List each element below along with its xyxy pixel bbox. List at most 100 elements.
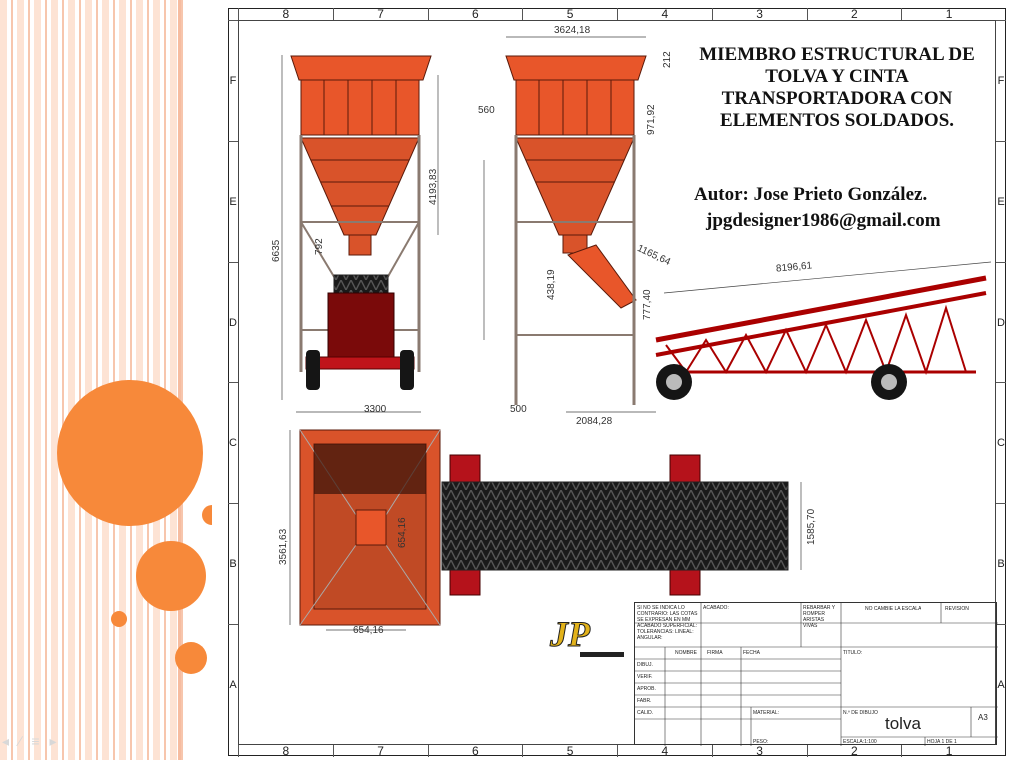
zone-label: D	[996, 261, 1006, 383]
zone-label: 3	[711, 745, 807, 757]
zone-label: 7	[332, 745, 428, 757]
zone-label: F	[996, 20, 1006, 141]
tb-peso: PESO:	[753, 739, 769, 745]
dimension-label: 560	[478, 105, 495, 116]
zone-markers-left: F E D C B A	[228, 20, 238, 745]
author-email: jpgdesigner1986@gmail.com	[706, 210, 941, 231]
tb-rebarbar: REBARBAR Y ROMPER ARISTAS VIVAS	[803, 605, 836, 629]
dimension-label: 3624,18	[554, 25, 591, 36]
dimension-label: 212	[662, 51, 673, 68]
tb-dibuj: DIBUJ.	[637, 662, 653, 668]
title-block-grid	[635, 603, 998, 746]
tb-notes: SI NO SE INDICA LO CONTRARIO: LAS COTAS …	[637, 605, 698, 641]
drawing-title: MIEMBRO ESTRUCTURAL DE TOLVA Y CINTA TRA…	[684, 44, 990, 132]
dimension-label: 6635	[271, 239, 282, 262]
zone-label: D	[228, 261, 238, 383]
zone-label: 8	[238, 745, 333, 757]
technical-drawing	[281, 36, 992, 631]
tb-escala: ESCALA:1:100	[843, 739, 877, 745]
svg-text:JP: JP	[549, 614, 591, 654]
tb-material: MATERIAL:	[753, 710, 780, 716]
dimension-label: 654,16	[397, 517, 408, 548]
zone-label: 4	[617, 8, 712, 20]
zone-markers-top: 8 7 6 5 4 3 2 1	[238, 8, 996, 20]
zone-label: 1	[901, 745, 996, 757]
zone-label: 6	[427, 745, 523, 757]
zone-label: B	[228, 503, 238, 624]
zone-label: 1	[901, 8, 996, 20]
tb-verif: VERIF.	[637, 674, 653, 680]
tb-acabado: ACABADO:	[703, 605, 729, 611]
tiny-orange-circle	[111, 611, 127, 627]
tb-revision: REVISIÓN	[945, 606, 969, 612]
zone-markers-bottom: 8 7 6 5 4 3 2 1	[238, 745, 996, 757]
tb-fabr: FABR.	[637, 698, 652, 704]
dimension-label: 2084,28	[576, 416, 613, 427]
tb-n-dibujo: N.º DE DIBUJO	[843, 710, 878, 716]
author-name: Autor: Jose Prieto González.	[694, 184, 928, 205]
hopper-top-view	[299, 429, 441, 626]
large-orange-circle	[57, 380, 203, 526]
dimension-label: 500	[510, 404, 527, 415]
menu-icon[interactable]: ≡	[31, 733, 40, 749]
title-line: TRANSPORTADORA CON	[721, 88, 953, 109]
zone-markers-right: F E D C B A	[996, 20, 1006, 745]
zone-label: C	[996, 382, 1006, 503]
zone-label: B	[996, 503, 1006, 624]
dimension-label: 438,19	[546, 269, 557, 300]
tb-aprob: APROB.	[637, 686, 656, 692]
zone-label: 8	[238, 8, 333, 20]
dimension-label: 4193,83	[428, 168, 439, 205]
tb-fecha: FECHA	[743, 650, 760, 656]
hopper-side-view	[505, 55, 647, 405]
zone-label: 7	[332, 8, 428, 20]
title-block-table: SI NO SE INDICA LO CONTRARIO: LAS COTAS …	[634, 602, 998, 746]
zone-label: 6	[427, 8, 523, 20]
pen-icon[interactable]: ∕	[19, 733, 22, 749]
arrow-right-icon[interactable]: ▸	[49, 733, 57, 749]
tb-part-name: tolva	[885, 714, 921, 733]
zone-label: 2	[806, 8, 902, 20]
title-line: TOLVA Y CINTA	[765, 66, 909, 87]
tb-hoja: HOJA 1 DE 1	[927, 739, 957, 745]
zone-label: 3	[711, 8, 807, 20]
zone-label: 5	[522, 8, 617, 20]
dimension-label: 792	[314, 238, 325, 255]
drawing-border	[238, 20, 996, 745]
dimension-label: 971,92	[646, 104, 657, 135]
small-orange-circle	[175, 642, 207, 674]
slide-navigation: ◂ ∕ ≡ ▸	[2, 733, 57, 750]
tb-size: A3	[978, 713, 988, 722]
title-line: MIEMBRO ESTRUCTURAL DE	[699, 44, 975, 65]
dimension-label: 1585,70	[806, 508, 817, 545]
tb-no-cambie: NO CAMBIE LA ESCALA	[865, 606, 922, 612]
tb-titulo: TÍTULO:	[843, 650, 863, 656]
zone-label: A	[228, 624, 238, 745]
zone-label: C	[228, 382, 238, 503]
zone-label: E	[996, 140, 1006, 262]
hopper-front-view	[290, 55, 432, 390]
dimension-label: 654,16	[353, 625, 384, 636]
dimension-label: 777,40	[642, 289, 653, 320]
zone-label: 5	[522, 745, 617, 757]
dimension-lines	[281, 36, 992, 631]
decorative-line	[178, 0, 181, 760]
zone-label: 2	[806, 745, 902, 757]
drawing-sheet: 8 7 6 5 4 3 2 1 8 7 6 5 4 3 2 1 F E D C …	[216, 0, 1009, 760]
dimension-label: 3561,63	[278, 528, 289, 565]
decorative-stripes	[0, 0, 185, 760]
medium-orange-circle	[136, 541, 206, 611]
designer-logo: JP	[549, 614, 624, 657]
tb-firma: FIRMA	[707, 650, 723, 656]
zone-label: F	[228, 20, 238, 141]
tb-calid: CALID.	[637, 710, 654, 716]
tb-nombre: NOMBRE	[675, 650, 697, 656]
zone-label: A	[996, 624, 1006, 745]
edge-orange-circle	[202, 505, 212, 525]
arrow-left-icon[interactable]: ◂	[2, 733, 10, 749]
zone-label: E	[228, 140, 238, 262]
dimension-label: 3300	[364, 404, 387, 415]
title-line: ELEMENTOS SOLDADOS.	[719, 110, 955, 131]
conveyor-side-view	[655, 275, 987, 400]
zone-label: 4	[617, 745, 712, 757]
